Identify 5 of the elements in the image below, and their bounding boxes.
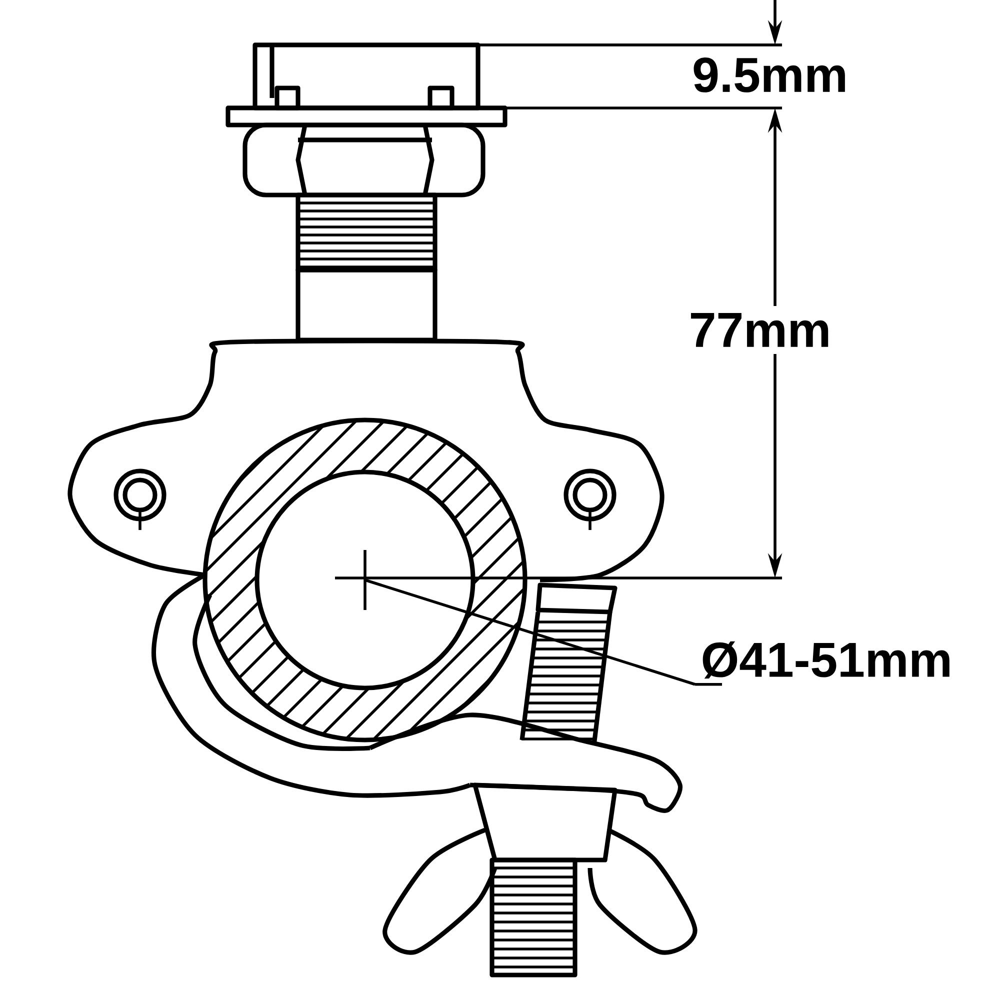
dimension-label: 9.5mm <box>685 50 855 100</box>
tube-section <box>254 470 476 690</box>
leader-line <box>364 578 724 686</box>
dimension-label: Ø41-51mm <box>702 641 950 679</box>
dimension-label: 77mm <box>682 306 838 354</box>
